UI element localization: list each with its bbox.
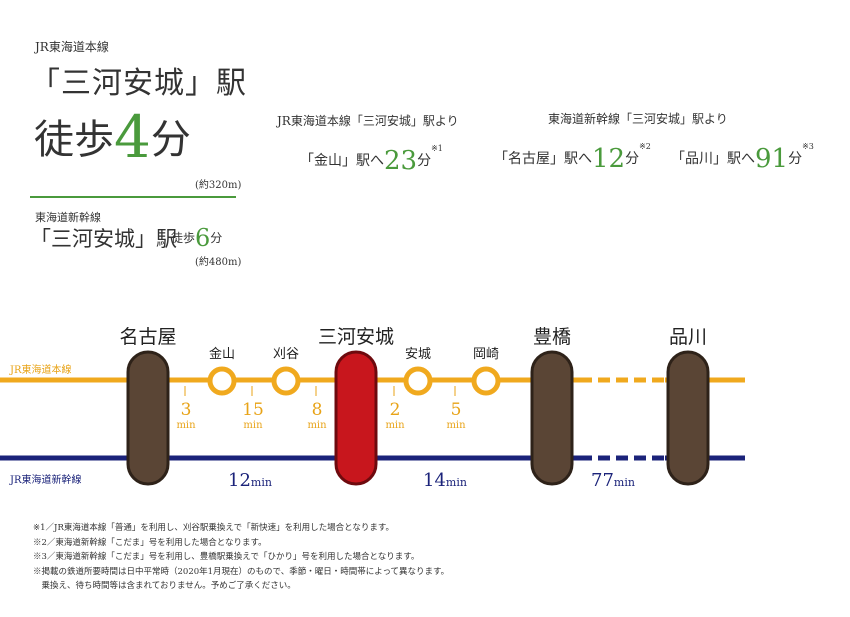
jr-segment-value: 15 — [242, 400, 264, 420]
jr-segment-unit: min — [307, 420, 327, 431]
major-station-nagoya: 名古屋 — [119, 326, 177, 348]
jr-segment-value: 5 — [450, 400, 462, 420]
jr-segment-value: 3 — [180, 400, 192, 420]
shinkansen-segment-value: 12 — [228, 470, 251, 491]
green-divider — [30, 196, 236, 198]
station-marker-kanayama — [207, 366, 237, 396]
shinkansen-summary-header: 東海道新幹線「三河安城」駅より — [548, 112, 728, 126]
station-marker-mikawa-anjo — [334, 350, 378, 486]
shinkansen-segment-time: 14min — [423, 470, 467, 491]
walk-prefix: 徒歩 — [34, 117, 114, 163]
walk-sub-minutes: 6 — [195, 224, 211, 252]
dest-nagoya-note: ※2 — [639, 142, 651, 151]
footnote: ※2／東海道新幹線「こだま」号を利用した場合となります。 — [33, 537, 267, 548]
jr-segment-unit: min — [243, 420, 263, 431]
dest-kanayama-unit: 分 — [417, 153, 432, 169]
shinkansen-segment-unit: min — [445, 476, 467, 489]
dest-nagoya-unit: 分 — [625, 151, 640, 167]
shinkansen-segment-unit: min — [613, 476, 635, 489]
major-station-mikawa-anjo: 三河安城 — [317, 326, 395, 348]
shinkansen-segment-value: 77 — [591, 470, 614, 491]
station-name-sub: 「三河安城」駅 — [30, 227, 177, 251]
footnote: ※掲載の鉄道所要時間は日中平常時（2020年1月現在）のもので、季節・曜日・時間… — [33, 566, 450, 577]
walk-time-sub: 徒歩6分 — [171, 224, 222, 252]
dest-kanayama-minutes: 23 — [384, 146, 418, 176]
walk-minutes: 4 — [114, 103, 151, 171]
dest-shinagawa-minutes: 91 — [755, 144, 789, 174]
dest-shinagawa-label: 「品川」駅へ — [671, 151, 755, 167]
station-marker-shinagawa — [666, 350, 710, 486]
jr-segment-unit: min — [176, 420, 196, 431]
walk-distance-main: (約320m) — [195, 180, 242, 191]
walk-distance-sub: (約480m) — [195, 257, 242, 268]
footnotes: ※1／JR東海道本線「普通」を利用し、刈谷駅乗換えで「新快速」を利用した場合とな… — [33, 521, 593, 594]
jr-station-kanayama: 金山 — [208, 347, 236, 362]
jr-segment-unit: min — [385, 420, 405, 431]
station-marker-nagoya — [126, 350, 170, 486]
station-marker-toyohashi — [530, 350, 574, 486]
major-station-toyohashi: 豊橋 — [532, 326, 572, 348]
dest-nagoya: 「名古屋」駅へ12分※2 — [494, 142, 651, 174]
shinkansen-segment-unit: min — [250, 476, 272, 489]
dest-shinagawa: 「品川」駅へ91分※3 — [671, 142, 814, 174]
dest-kanayama: 「金山」駅へ23分※1 — [300, 144, 443, 176]
jr-summary-header: JR東海道本線「三河安城」駅より — [277, 114, 459, 128]
dest-nagoya-label: 「名古屋」駅へ — [494, 151, 592, 167]
jr-station-anjo: 安城 — [404, 347, 432, 362]
shinkansen-line-name: 東海道新幹線 — [35, 211, 101, 224]
shinkansen-segment-time: 77min — [591, 470, 635, 491]
dest-kanayama-note: ※1 — [431, 144, 443, 153]
major-station-shinagawa: 品川 — [668, 326, 708, 348]
jr-segment-unit: min — [446, 420, 466, 431]
station-marker-okazaki — [471, 366, 501, 396]
jr-station-okazaki: 岡崎 — [472, 347, 500, 362]
station-name-main: 「三河安城」駅 — [30, 66, 247, 101]
jr-station-kariya: 刈谷 — [272, 347, 300, 362]
walk-suffix: 分 — [150, 117, 191, 163]
footnote: 乗換え、待ち時間等は含まれておりません。予めご了承ください。 — [33, 581, 296, 591]
shinkansen-segment-value: 14 — [423, 470, 446, 491]
dest-kanayama-label: 「金山」駅へ — [300, 153, 384, 169]
dest-shinagawa-unit: 分 — [788, 151, 803, 167]
station-marker-kariya — [271, 366, 301, 396]
station-marker-anjo — [403, 366, 433, 396]
jr-line-name: JR東海道本線 — [35, 40, 109, 54]
footnote: ※1／JR東海道本線「普通」を利用し、刈谷駅乗換えで「新快速」を利用した場合とな… — [33, 523, 394, 533]
walk-sub-suffix: 分 — [210, 231, 223, 245]
walk-time-main: 徒歩4分 — [34, 108, 191, 166]
shinkansen-segment-time: 12min — [228, 470, 272, 491]
dest-shinagawa-note: ※3 — [802, 142, 814, 151]
footnote: ※3／東海道新幹線「こだま」号を利用し、豊橋駅乗換えで「ひかり」号を利用した場合… — [33, 552, 420, 562]
jr-line-label: JR東海道本線 — [10, 365, 72, 376]
dest-nagoya-minutes: 12 — [592, 144, 626, 174]
jr-segment-value: 8 — [311, 400, 323, 420]
walk-sub-prefix: 徒歩 — [171, 231, 196, 245]
shinkansen-line-label: JR東海道新幹線 — [10, 475, 82, 486]
jr-segment-value: 2 — [389, 400, 401, 420]
